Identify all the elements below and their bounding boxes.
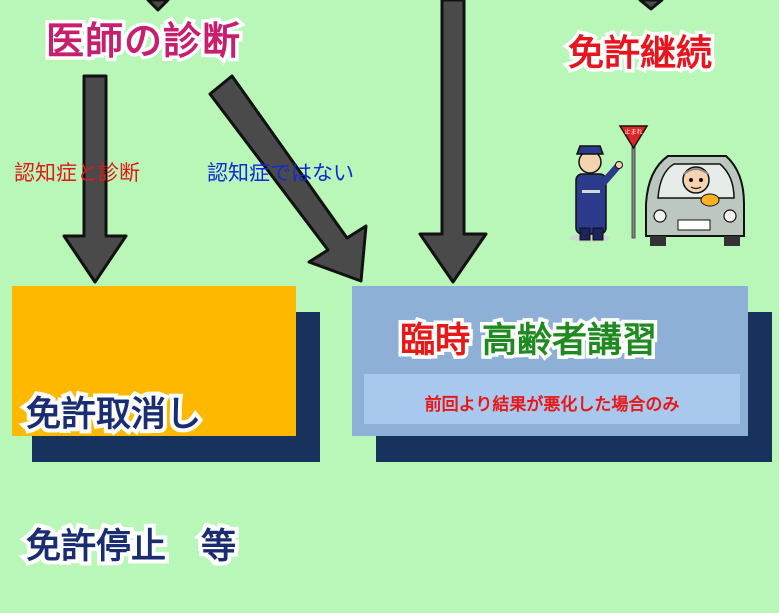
course-note-box [364,374,740,424]
stop-sign-text: 止まれ [624,128,642,136]
course-temporary-label: 臨時 [396,318,473,365]
arrows-layer [62,0,664,284]
traffic-illustration: 止まれ [570,125,745,246]
branch-label-dementia: 認知症と診断 [14,161,140,185]
elderly-course-title: 臨時高齢者講習 [396,312,661,365]
course-elderly-label: 高齢者講習 [479,318,661,365]
license-revocation-box [12,286,296,436]
police-officer-icon [570,145,623,242]
arrow-top-left-stub [146,0,170,12]
arrow-left-down [62,74,128,284]
arrow-center-down [418,0,488,284]
branch-label-not-dementia: 認知症ではない [207,161,354,185]
revocation-line-2: 免許停止 等 [22,523,240,571]
course-note-text: 前回より結果が悪化した場合のみ [424,395,680,415]
arrow-top-right-stub [638,0,664,11]
license-continue-label: 免許継続 [564,30,715,78]
stop-sign-icon: 止まれ [618,125,649,239]
license-revocation-text: 免許取消し 免許停止 等 [22,305,240,613]
diagnosis-title: 医師の診断 [42,16,243,67]
elderly-driver-car-icon [645,155,745,246]
revocation-line-1: 免許取消し [22,391,205,439]
arrow-diagonal [208,74,368,283]
